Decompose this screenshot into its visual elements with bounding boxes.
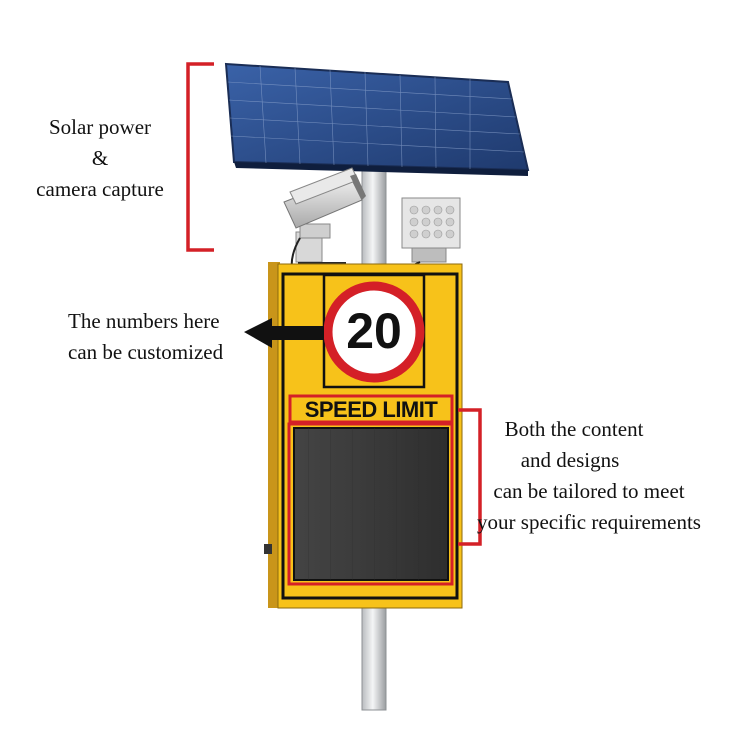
- content-annotation-line1: Both the content: [504, 417, 644, 441]
- solar-annotation-line3: camera capture: [36, 177, 164, 201]
- led-floodlight-icon: [401, 197, 461, 273]
- content-annotation-line3: can be tailored to meet: [493, 479, 685, 503]
- content-bracket: [458, 408, 482, 546]
- cctv-camera-icon: [283, 167, 366, 272]
- solar-bracket: [186, 62, 214, 252]
- content-annotation-line2: and designs: [520, 448, 620, 472]
- numbers-annotation-line2: can be customized: [68, 340, 224, 364]
- solar-annotation-line2: &: [91, 146, 109, 170]
- arrow-left-icon: [244, 318, 324, 348]
- speed-limit-label: SPEED LIMIT: [304, 397, 438, 422]
- speed-value: 20: [346, 303, 402, 359]
- led-display-screen: [287, 422, 454, 586]
- solar-annotation: Solar power & camera capture: [24, 112, 176, 205]
- solar-annotation-line1: Solar power: [48, 115, 152, 139]
- numbers-annotation-line1: The numbers here: [68, 309, 220, 333]
- content-annotation-line4: your specific requirements: [477, 510, 701, 534]
- numbers-annotation: The numbers here can be customized: [60, 306, 250, 368]
- speed-label-frame: [288, 394, 454, 424]
- solar-panel-icon: [224, 62, 530, 176]
- content-annotation: Both the content and designs can be tail…: [446, 414, 732, 538]
